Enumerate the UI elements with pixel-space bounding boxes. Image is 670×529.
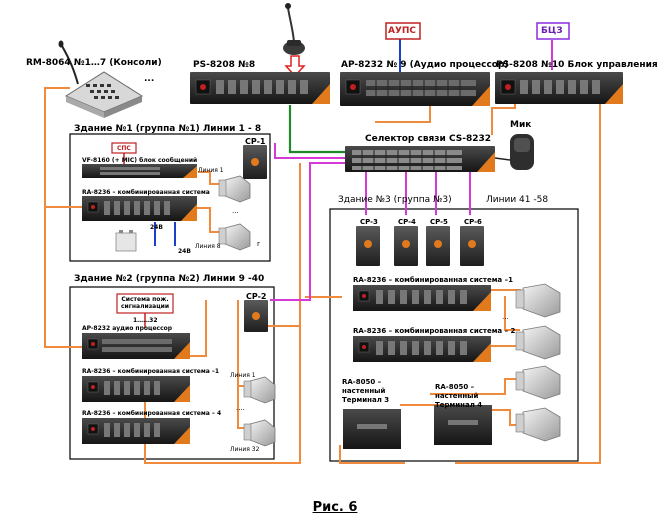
selector-label: Селектор связи CS-8232 [365, 134, 492, 144]
b1-24v-b: 24В [178, 248, 191, 255]
ps-8208-10-label: PS-8208 №10 Блок управления [496, 60, 658, 70]
b1-cp-1-panel [243, 145, 267, 179]
b2-dots: .... [236, 404, 245, 412]
b2-ra-8236-1-unit [82, 376, 190, 402]
building-1-frame [69, 133, 271, 262]
b3-cp-panels [356, 226, 484, 266]
b1-vf-label: VF-8160 (+ MIC) блок сообщений [82, 157, 198, 164]
b2-ap-8232-unit [82, 333, 190, 359]
b1-dots: ... [232, 207, 239, 215]
figure-caption: Рис. 6 [312, 500, 358, 515]
b1-vf-8160-unit [82, 164, 197, 178]
b3-cp-3-label: CP-3 [360, 218, 378, 226]
b1-ra-8236-unit [82, 196, 197, 221]
b2-line-1-label: Линия 1 [230, 372, 256, 379]
b1-speaker-8 [218, 223, 251, 251]
b1-cp-label: CP-1 [245, 137, 266, 146]
b2-fire-label: Система пож. сигнализации [121, 296, 170, 310]
bcz-box [536, 22, 570, 40]
mic-arrow [284, 55, 306, 78]
b1-line-1-label: Линия 1 [198, 167, 224, 174]
b1-r: r [257, 240, 260, 248]
b2-ra4-label: RA-8236 – комбинированная система – 4 [82, 410, 222, 417]
b1-speaker-1 [218, 175, 251, 203]
b3-ra-8050-terminal-3 [343, 409, 401, 449]
building-3-title: Здание №3 (группа №3) [338, 195, 452, 205]
orange-wiring [44, 87, 601, 464]
building-3-lines: Линии 41 -58 [486, 195, 549, 205]
b1-battery [115, 230, 137, 252]
b3-ra8050-3-label: RA-8050 – настенный Терминал 3 [342, 378, 390, 404]
b3-speaker-1 [515, 283, 561, 318]
b1-sps-label: СПС [117, 145, 131, 152]
paging-mic [283, 3, 305, 55]
b3-ra-8236-1-unit [353, 285, 491, 311]
rm-8064-console [58, 40, 144, 118]
aups-label: АУПС [388, 26, 417, 36]
handheld-mic [494, 134, 534, 170]
b2-speaker-1 [243, 376, 276, 404]
b3-ra8050-4-label: RA-8050 – настенный Терминал 4 [435, 383, 483, 409]
b2-cp-label: CP-2 [246, 292, 267, 301]
b1-line-8-label: Линия 8 [195, 243, 221, 250]
b2-ra-8236-4-unit [82, 418, 190, 444]
building-1-title: Здание №1 (группа №1) Линии 1 - 8 [74, 124, 262, 134]
b3-speaker-3 [515, 365, 561, 400]
blue-wiring [154, 38, 401, 246]
b2-ra1-label: RA-8236 – комбинированная система –1 [82, 368, 220, 375]
b2-line-32-label: Линия 32 [230, 446, 260, 453]
b3-speaker-4 [515, 407, 561, 442]
b1-ra-label: RA-8236 – комбинированная система [82, 189, 210, 196]
b2-fire-range: 1……32 [133, 317, 158, 324]
b3-cp-4-label: CP-4 [398, 218, 416, 226]
b3-cp-6-label: CP-6 [464, 218, 482, 226]
ps-8208-10-unit [495, 72, 623, 104]
aups-box [385, 22, 421, 40]
b3-ra1-label: RA-8236 – комбинированная система –1 [353, 276, 513, 284]
ap-8232-9-unit [340, 72, 490, 106]
mic-label: Мик [510, 120, 532, 130]
b3-ra-8050-terminal-4 [434, 405, 492, 445]
b2-speaker-32 [243, 419, 276, 447]
rm-dots: ... [144, 74, 155, 84]
building-3-frame [329, 208, 579, 462]
bcz-label: БЦЗ [541, 26, 563, 36]
green-wiring [288, 105, 345, 154]
magenta-wiring [270, 40, 553, 301]
b3-speakers [515, 283, 561, 442]
rm-8064-label: RM-8064 №1…7 (Консоли) [26, 58, 162, 68]
ps-8208-8-unit [190, 72, 330, 104]
b3-dots: ... [502, 313, 509, 321]
ap-8232-9-label: AP-8232 № 9 (Аудио процессор) [341, 60, 509, 70]
b2-ap-label: AP-8232 аудио процессор [82, 325, 173, 332]
b2-cp-2-panel [244, 300, 268, 332]
ps-8208-8-label: PS-8208 №8 [193, 60, 256, 70]
building-2-frame [69, 286, 275, 460]
b3-ra-8236-2-unit [353, 336, 491, 362]
b3-speaker-2 [515, 325, 561, 360]
b3-ra2-label: RA-8236 – комбинированная система – 2 [353, 327, 516, 335]
cs-8232-selector [345, 146, 495, 172]
b1-24v-a: 24В [150, 224, 163, 231]
b3-cp-5-label: CP-5 [430, 218, 448, 226]
building-2-title: Здание №2 (группа №2) Линии 9 -40 [74, 274, 265, 284]
